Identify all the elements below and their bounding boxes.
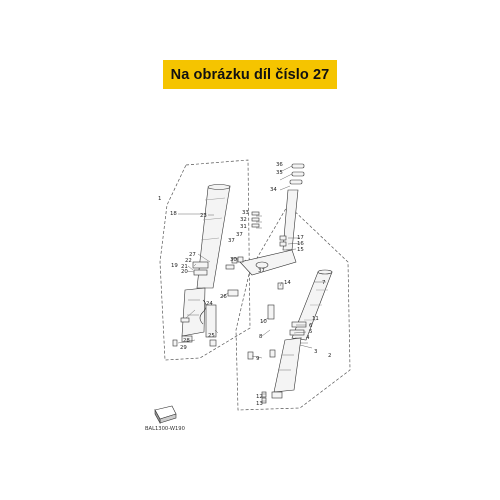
callout-37c: 37: [258, 268, 265, 274]
callout-6: 6: [309, 323, 313, 329]
callout-8: 8: [259, 334, 263, 340]
callout-24: 24: [206, 301, 213, 307]
callout-15: 15: [297, 247, 304, 253]
callout-35: 35: [276, 170, 283, 176]
callout-10: 10: [260, 319, 267, 325]
callout-7: 7: [322, 280, 325, 286]
right-fork: [261, 269, 333, 404]
callout-26: 26: [220, 294, 227, 300]
callout-37b: 37: [228, 238, 235, 244]
callout-4: 4: [306, 335, 310, 341]
callout-29: 29: [180, 345, 187, 351]
callout-21: 21: [181, 264, 188, 270]
callout-labels: 1 2 3 4 5 6 7 8 9 10 11 12 13 14 15 16 1…: [158, 162, 331, 407]
callout-33: 33: [242, 210, 249, 216]
left-outer-tube: [181, 287, 206, 337]
callout-22: 22: [185, 258, 192, 264]
callout-2: 2: [328, 353, 331, 359]
callout-27: 27: [189, 252, 196, 258]
left-fork-dashed-group: [159, 159, 251, 361]
leader-lines: [177, 165, 326, 402]
steering-shaft: [282, 189, 299, 251]
diagram-code: BAL1300-W190: [145, 426, 185, 432]
callout-25: 25: [208, 333, 215, 339]
callout-37a: 37: [236, 232, 243, 238]
under-bracket: [239, 249, 297, 276]
callout-34: 34: [270, 187, 277, 193]
right-fork-dashed-group: [235, 204, 351, 411]
callout-23: 23: [200, 213, 207, 219]
callout-13: 13: [256, 401, 263, 407]
manual-reference-icon: [154, 405, 177, 425]
callout-32: 32: [240, 217, 247, 223]
callout-18: 18: [170, 211, 177, 217]
callout-36: 36: [276, 162, 283, 168]
highlighted-part-banner: Na obrázku díl číslo 27: [163, 60, 337, 89]
right-outer-tube: [273, 337, 302, 393]
callout-28: 28: [183, 338, 190, 344]
callout-14: 14: [284, 280, 291, 286]
callout-31: 31: [240, 224, 247, 230]
banner-text: Na obrázku díl číslo 27: [170, 66, 330, 83]
callout-3: 3: [314, 349, 317, 355]
callout-11: 11: [312, 316, 319, 322]
callout-17: 17: [297, 235, 304, 241]
left-fork: [172, 184, 239, 347]
steering-stem: [237, 163, 305, 360]
callout-16: 16: [297, 241, 304, 247]
callout-12: 12: [256, 394, 263, 400]
callout-9: 9: [256, 356, 260, 362]
callout-20: 20: [181, 269, 188, 275]
callout-19: 19: [171, 263, 178, 269]
callout-5: 5: [309, 329, 312, 335]
callout-30: 30: [230, 257, 237, 263]
callout-1: 1: [158, 196, 161, 202]
